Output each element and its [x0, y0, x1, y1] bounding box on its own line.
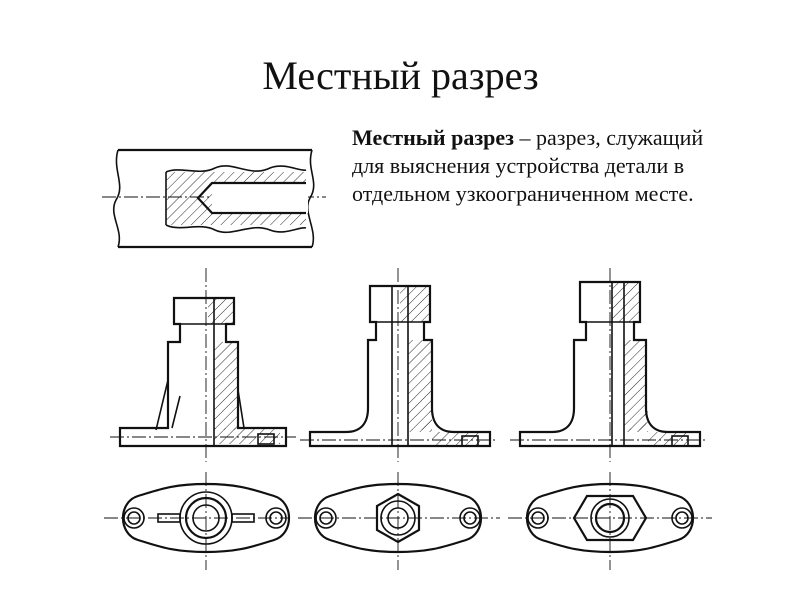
- definition-text: Местный разрез – разрез, служащий для вы…: [352, 124, 732, 208]
- definition-body: – разрез, служащий для выяснения устройс…: [352, 125, 704, 206]
- part-front-view-2: [300, 268, 496, 462]
- part-front-view-3: [510, 268, 708, 462]
- part-top-view-2: [298, 472, 500, 570]
- shaft-local-section-drawing: [102, 148, 326, 249]
- slide-title: Местный разрез: [262, 53, 539, 98]
- part-top-view-1: [104, 472, 290, 570]
- part-front-view-1: [110, 268, 296, 462]
- part-top-view-3: [508, 472, 712, 570]
- definition-term: Местный разрез: [352, 125, 515, 150]
